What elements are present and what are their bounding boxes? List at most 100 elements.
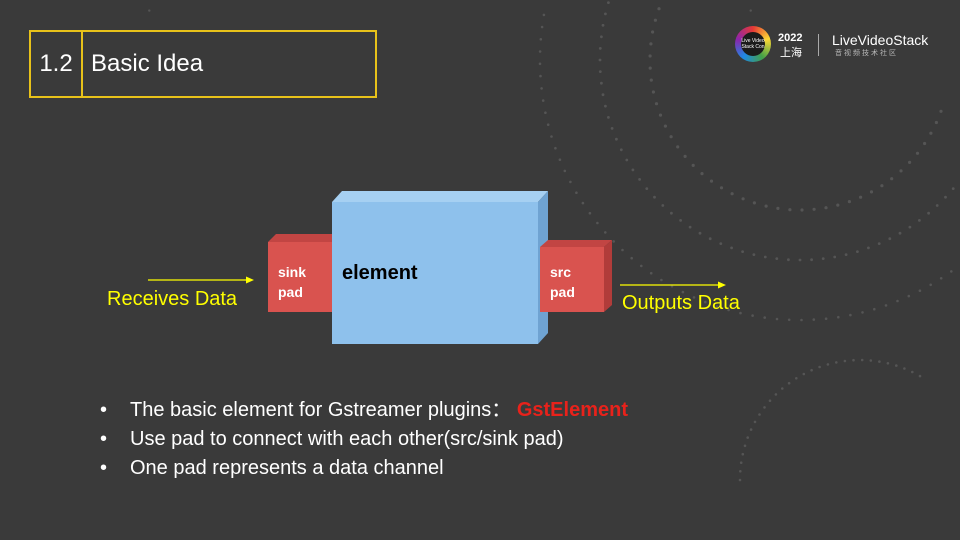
background-dot bbox=[649, 271, 653, 275]
sink-pad-label-line: pad bbox=[278, 284, 303, 300]
background-dot bbox=[607, 1, 610, 5]
background-dot bbox=[738, 478, 742, 482]
background-dot bbox=[148, 9, 151, 12]
src-pad-front bbox=[540, 247, 604, 312]
background-dot bbox=[818, 365, 821, 369]
background-dot bbox=[688, 225, 692, 229]
background-dot bbox=[763, 255, 767, 259]
background-dot bbox=[878, 360, 881, 363]
background-dot bbox=[615, 137, 618, 141]
background-dot bbox=[661, 204, 665, 207]
background-dot bbox=[563, 169, 567, 173]
background-dot bbox=[746, 436, 749, 439]
background-dot bbox=[869, 359, 873, 362]
background-dot bbox=[787, 318, 791, 322]
background-dot bbox=[540, 87, 543, 90]
background-dot bbox=[630, 256, 633, 260]
background-dot bbox=[751, 314, 754, 317]
background-dot bbox=[604, 12, 607, 16]
background-dot bbox=[824, 317, 828, 321]
sink-pad-top bbox=[268, 234, 340, 242]
background-dot bbox=[749, 428, 753, 431]
src-pad-label: src pad bbox=[550, 262, 575, 302]
background-dot bbox=[951, 187, 955, 191]
background-dot bbox=[739, 470, 742, 473]
background-dot bbox=[598, 70, 602, 73]
background-dot bbox=[540, 25, 544, 29]
background-dot bbox=[601, 23, 605, 27]
background-dot bbox=[880, 184, 884, 188]
background-dot bbox=[795, 377, 798, 380]
background-dot bbox=[679, 219, 682, 222]
background-dot bbox=[787, 381, 791, 385]
background-dot bbox=[915, 151, 920, 155]
background-dot bbox=[798, 258, 802, 262]
background-dot bbox=[569, 180, 572, 184]
background-dot bbox=[727, 308, 730, 312]
background-dot bbox=[764, 204, 768, 208]
background-dot bbox=[775, 317, 779, 321]
background-dot bbox=[860, 358, 864, 362]
background-dot bbox=[700, 172, 704, 176]
background-dot bbox=[763, 406, 766, 409]
background-dot bbox=[539, 74, 542, 78]
bullet-text: The basic element for Gstreamer plugins： bbox=[130, 399, 512, 421]
background-dot bbox=[929, 131, 933, 135]
logo-brand: LiveVideoStack bbox=[832, 32, 929, 48]
background-dot bbox=[625, 158, 629, 162]
src-pad-top bbox=[540, 240, 612, 247]
background-dot bbox=[619, 148, 623, 152]
background-dot bbox=[749, 9, 752, 12]
background-dot bbox=[653, 195, 656, 199]
background-dot bbox=[849, 313, 852, 317]
background-dot bbox=[538, 62, 542, 66]
background-dot bbox=[588, 211, 592, 215]
background-dot bbox=[836, 203, 840, 207]
background-dot bbox=[802, 372, 806, 376]
background-dot bbox=[663, 124, 668, 128]
background-dot bbox=[739, 461, 743, 465]
element-top-face bbox=[332, 191, 548, 202]
page-title: Basic Idea bbox=[91, 50, 204, 77]
background-dot bbox=[781, 387, 784, 390]
background-dot bbox=[698, 231, 702, 235]
bullet-list: The basic element for Gstreamer plugins：… bbox=[100, 396, 628, 483]
background-dot bbox=[596, 221, 599, 225]
background-dot bbox=[918, 219, 921, 222]
background-dot bbox=[939, 109, 943, 113]
background-dot bbox=[638, 178, 641, 181]
background-dot bbox=[743, 444, 747, 448]
title-box: 1.2 Basic Idea bbox=[29, 30, 377, 98]
background-dot bbox=[929, 283, 932, 287]
background-dot bbox=[776, 206, 780, 210]
background-dot bbox=[601, 93, 605, 97]
background-dot bbox=[918, 289, 922, 293]
background-dot bbox=[843, 359, 847, 363]
background-dot bbox=[554, 146, 557, 150]
background-dot bbox=[844, 253, 848, 256]
background-dot bbox=[899, 169, 903, 173]
background-dot bbox=[542, 13, 546, 17]
input-label: Receives Data bbox=[107, 288, 238, 310]
input-arrow bbox=[148, 276, 254, 284]
background-dot bbox=[873, 307, 876, 311]
background-dot bbox=[810, 368, 813, 372]
background-dot bbox=[752, 253, 756, 256]
background-dot bbox=[763, 316, 766, 319]
conference-logo: Live Video Stack Con 2022 上海 LiveVideoSt… bbox=[735, 26, 945, 66]
background-dot bbox=[600, 81, 603, 85]
background-dot bbox=[869, 190, 874, 194]
background-dot bbox=[821, 257, 825, 260]
logo-city: 上海 bbox=[780, 47, 802, 59]
background-dot bbox=[539, 38, 543, 41]
bullet-item: Use pad to connect with each other(src/s… bbox=[100, 425, 628, 454]
background-dot bbox=[612, 240, 615, 243]
background-dot bbox=[648, 66, 652, 70]
background-dot bbox=[934, 120, 939, 125]
background-dot bbox=[730, 192, 734, 196]
section-number: 1.2 bbox=[31, 32, 83, 96]
bullet-text: Use pad to connect with each other(src/s… bbox=[130, 428, 564, 450]
background-dot bbox=[640, 264, 643, 268]
background-dot bbox=[558, 158, 562, 161]
